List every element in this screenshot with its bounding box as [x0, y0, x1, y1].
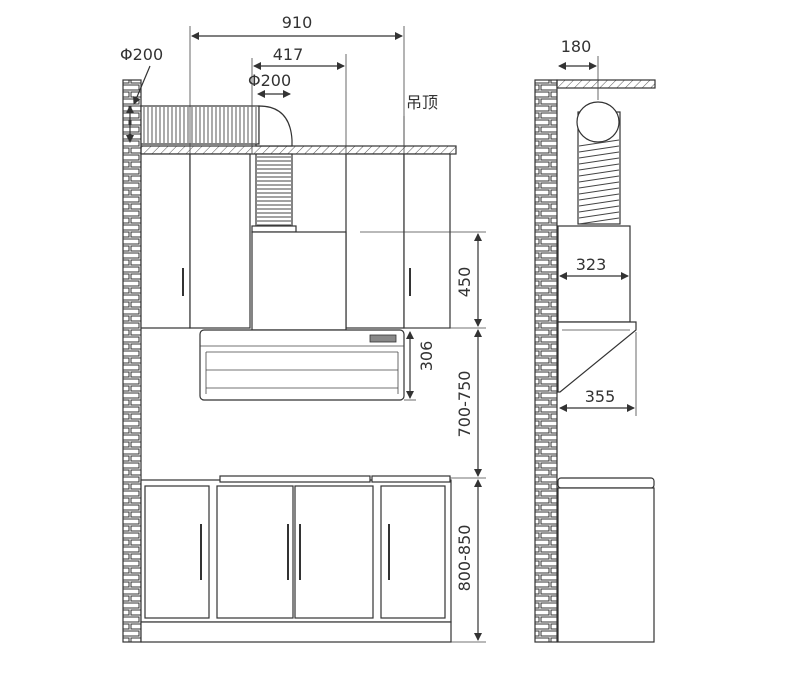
- dim-800-850-label: 800-850: [455, 525, 474, 592]
- dim-910-label: 910: [282, 13, 313, 32]
- dim-phi200-left-label: Φ200: [120, 45, 163, 64]
- ceiling-label: 吊顶: [406, 93, 438, 112]
- side-brick-wall: [534, 79, 558, 643]
- front-horizontal-duct: [140, 105, 293, 147]
- front-hood-panel: [199, 329, 405, 401]
- side-hood-body: [557, 225, 631, 323]
- dim-phi200-center-label: Φ200: [248, 71, 291, 90]
- front-hood-chimney: [251, 231, 347, 331]
- side-duct: [576, 101, 621, 225]
- side-lower-cabinet: [557, 477, 655, 643]
- dim-306-label: 306: [417, 341, 436, 372]
- dim-700-750-label: 700-750: [455, 371, 474, 438]
- dim-323-label: 323: [576, 255, 607, 274]
- side-ceiling-slab: [556, 79, 656, 89]
- dim-180-label: 180: [561, 37, 592, 56]
- dim-417-label: 417: [273, 45, 304, 64]
- dim-phi200-left-leader: [133, 65, 151, 105]
- front-lower-cabinets: [140, 475, 452, 643]
- front-brick-wall: [122, 79, 142, 643]
- side-hood-panel: [557, 321, 637, 393]
- dim-355-label: 355: [585, 387, 616, 406]
- front-vertical-duct: [251, 153, 297, 233]
- front-ceiling-slab: [140, 145, 457, 155]
- dim-450-label: 450: [455, 267, 474, 298]
- front-upper-cabinets: [140, 153, 451, 329]
